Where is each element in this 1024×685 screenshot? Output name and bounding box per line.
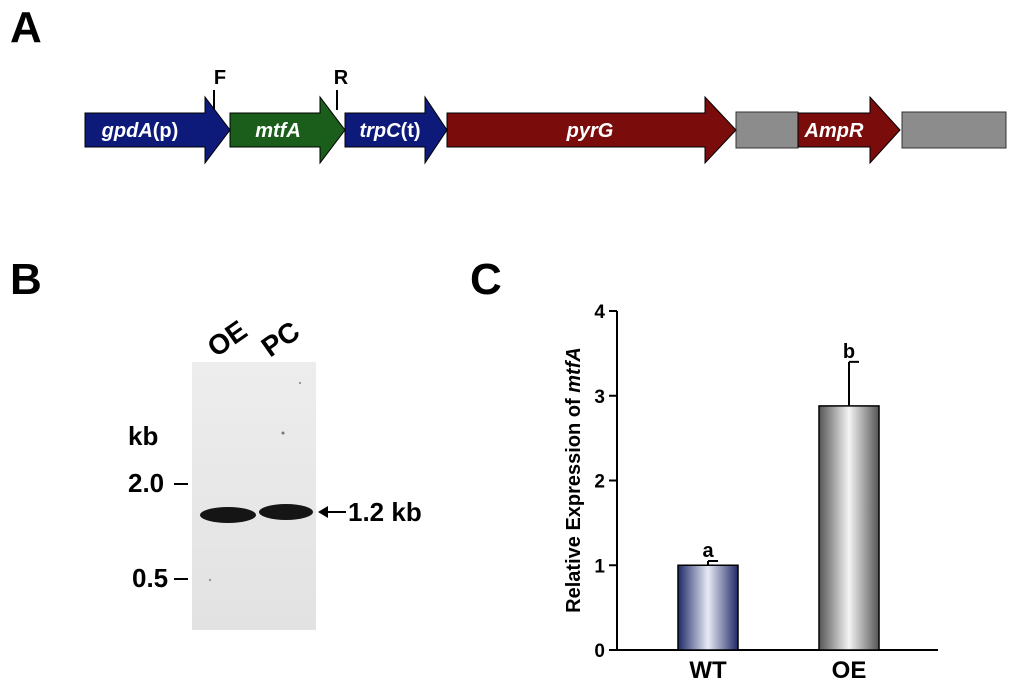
gel-band-label: 1.2 kb — [348, 497, 422, 527]
x-category-label-wt: WT — [689, 657, 727, 684]
y-ticks: 0 1 2 3 4 — [594, 302, 617, 662]
primer-forward-label: F — [214, 67, 226, 89]
gel-unit-label: kb — [128, 421, 158, 451]
significance-label-oe: b — [843, 341, 855, 363]
y-tick-label-0: 0 — [594, 641, 605, 662]
element-mtfA-gene — [229, 95, 346, 165]
label-AmpR: AmpR — [804, 120, 864, 142]
element-AmpR-marker — [797, 95, 901, 165]
primer-reverse-label: R — [334, 67, 349, 89]
element-gpdA-promoter — [84, 95, 231, 165]
backbone-segment-right — [901, 111, 1007, 149]
x-category-label-oe: OE — [832, 657, 867, 684]
y-tick-label-1: 1 — [594, 556, 605, 577]
backbone-segment-left — [735, 111, 799, 149]
gel-marker-upper: 2.0 — [128, 468, 164, 498]
y-tick-label-3: 3 — [594, 387, 605, 408]
gel-band-lane-2 — [259, 504, 313, 520]
element-pyrG-marker — [446, 95, 737, 165]
panel-label-a: A — [10, 3, 42, 52]
label-pyrG: pyrG — [566, 120, 614, 142]
label-trpC: trpC(t) — [359, 120, 420, 142]
y-axis-label: Relative Expression of mtfA — [563, 347, 585, 613]
label-gpdA: gpdA(p) — [101, 120, 179, 142]
element-trpC-terminator — [344, 95, 448, 165]
y-tick-label-4: 4 — [594, 302, 605, 323]
panel-label-c: C — [470, 255, 502, 304]
bar-wt — [677, 564, 739, 651]
panel-label-b: B — [10, 255, 42, 304]
bar-oe — [818, 405, 880, 651]
expression-bar-chart: 0 1 2 3 4 aWT bOE Relative Expression of mtfA — [563, 302, 938, 684]
significance-label-wt: a — [702, 540, 714, 562]
gel-marker-lower: 0.5 — [132, 563, 168, 593]
bars: aWT bOE — [677, 341, 880, 684]
gel-lane-label-pc: PC — [256, 315, 306, 363]
gel-image — [192, 362, 316, 630]
gel-band-lane-1 — [200, 507, 256, 523]
gel-lane-label-oe: OE — [202, 314, 253, 363]
label-mtfA: mtfA — [255, 120, 301, 142]
y-tick-label-2: 2 — [594, 472, 605, 493]
